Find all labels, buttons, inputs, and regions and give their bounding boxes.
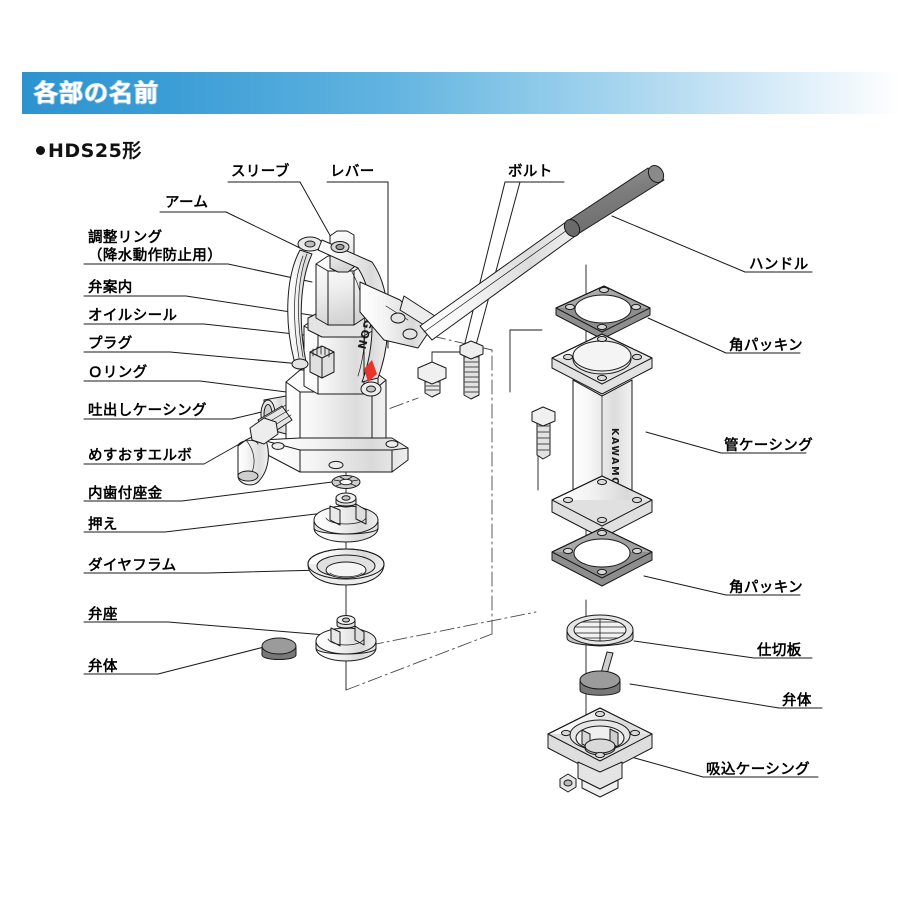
callout-partition-plate: 仕切板 [757,643,802,659]
callout-oil-seal: オイルシール [88,308,178,324]
callout-presser: 押え [88,517,118,533]
callout-sleeve: スリーブ [231,164,290,180]
leader-presser [83,512,325,533]
leader-suction-casing [623,754,704,778]
leader-arm [159,211,301,249]
model-name: HDS25形 [48,140,142,162]
leader-pipe-casing [645,431,722,454]
part-elbow [237,404,293,486]
callout-valve-body-right: 弁体 [782,693,812,709]
leader-elbow [83,437,251,465]
part-diaphragm [307,548,385,586]
leader-square-packing-1 [647,317,727,354]
right-column-assembly: KAWAMOTO [547,285,653,798]
leader-bolt-a [461,181,506,356]
leader-valve-guide [83,295,331,319]
part-tooth-washer [331,475,361,489]
part-square-packing-2 [551,527,653,587]
part-valve-seat [315,615,377,662]
callout-square-packing-2: 角パッキン [729,580,804,596]
callout-arm: アーム [165,195,209,211]
fasteners-center [417,340,556,460]
leader-lines-top [227,181,565,356]
callout-valve-seat: 弁座 [88,607,118,623]
leader-diaphragm [83,569,323,574]
callout-valve-body-left: 弁体 [88,659,118,675]
callout-tooth-washer: 内歯付座金 [88,486,163,502]
callout-adjust-ring: 調整リング （降水動作防止用） [88,229,222,265]
model-name-line: HDS25形 [36,136,142,163]
part-suction-casing [547,707,653,798]
handle-grip [565,167,665,235]
lower-center-stack [261,475,385,662]
callout-plug: プラグ [88,336,133,352]
leader-square-packing-2 [643,575,727,596]
leader-tooth-washer [83,480,341,502]
part-partition-plate [566,614,634,647]
callout-o-ring: Ｏリング [88,365,148,381]
callout-adjust-ring-line2: （降水動作防止用） [88,248,223,264]
callout-elbow: めすおすエルボ [88,448,193,464]
callout-valve-guide: 弁案内 [88,280,133,296]
leader-lines-right [611,215,823,778]
bullet-icon [36,146,45,155]
leader-partition-plate [633,640,755,659]
section-header-bar [22,72,900,114]
leader-valve-seat [83,621,339,637]
leader-valve-body-right [629,683,780,709]
part-presser [313,492,379,543]
leader-adjust-ring [83,263,313,283]
callout-square-packing-1: 角パッキン [729,338,804,354]
callout-lever: レバー [330,164,375,180]
handle-shaft [419,221,579,341]
part-valve-body-left [261,637,297,660]
leader-handle [611,215,746,273]
callout-adjust-ring-line1: 調整リング [88,230,163,246]
leader-oil-seal [83,323,331,339]
part-pipe-casing: KAWAMOTO [551,333,653,539]
callout-discharge-casing: 吐出しケーシング [88,403,207,419]
callout-suction-casing: 吸込ケーシング [706,762,811,778]
callout-handle: ハンドル [749,257,809,273]
leader-valve-body-left [83,645,269,675]
leader-sleeve [299,181,337,247]
accent-mark [364,360,377,382]
leader-o-ring [83,380,319,397]
part-square-packing-1 [555,285,651,340]
part-nut [559,773,577,793]
pump-head-assembly: DRAGON [260,165,665,473]
callout-bolt: ボルト [508,164,553,180]
callout-diaphragm: ダイヤフラム [88,558,177,574]
leader-bolt-b [475,181,521,346]
page-title: 各部の名前 [34,79,159,107]
brand-mark-kawamoto: KAWAMOTO [609,428,620,505]
leader-plug [83,351,324,367]
part-valve-body-right [579,651,621,696]
callout-pipe-casing: 管ケーシング [724,438,814,454]
